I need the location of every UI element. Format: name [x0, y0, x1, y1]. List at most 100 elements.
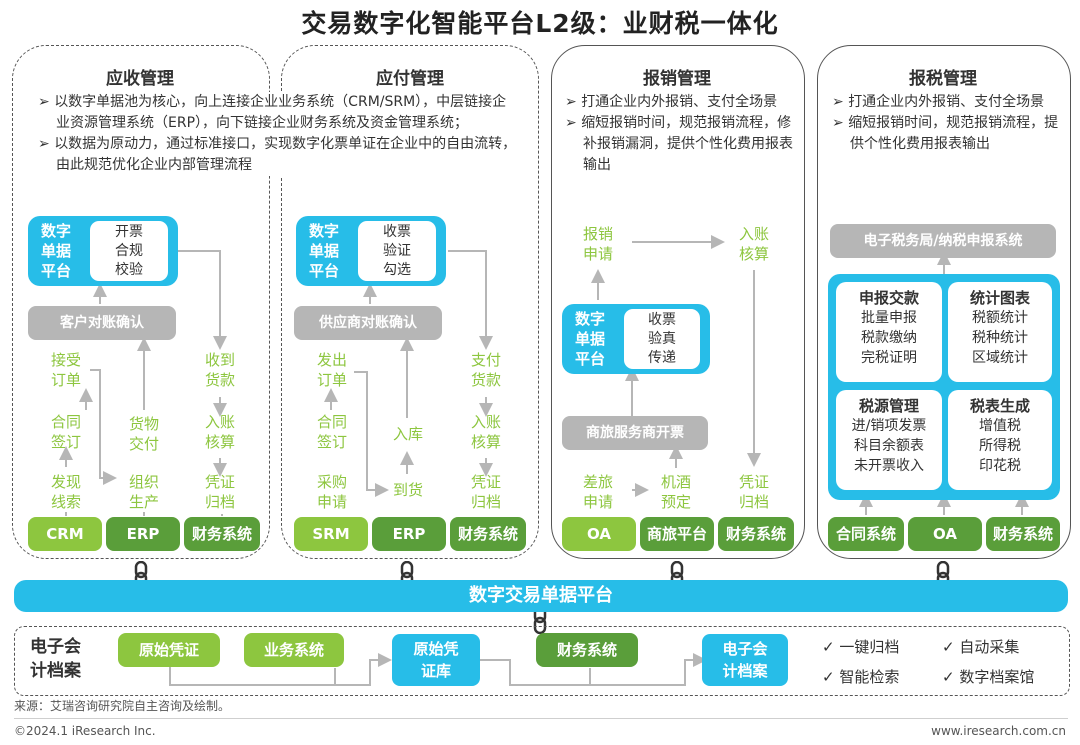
feature-auto-collect: ✓ 自动采集: [942, 636, 1019, 657]
feature-smart-search: ✓ 智能检索: [822, 666, 899, 687]
archive-voucher-library: 原始凭 证库: [392, 634, 480, 686]
ar-func-2: 合规: [115, 243, 143, 259]
tax-cell-stats: 统计图表 税额统计 税种统计 区域统计: [948, 282, 1052, 382]
tax-cell-forms-item: 所得税: [979, 438, 1021, 454]
exp-digital-platform: 数字 单据 平台 收票 验真 传递: [562, 304, 710, 374]
tax-cell-source-item: 进/销项发票: [851, 418, 927, 434]
system-srm: SRM: [294, 517, 368, 551]
archive-finance-system: 财务系统: [536, 633, 638, 667]
tax-desc-bullet-2: 缩短报销时间，规范报销流程，提供个性化费用报表输出: [830, 113, 1060, 155]
digital-transaction-platform-bar: 数字交易单据平台: [14, 580, 1068, 612]
exp-desc-bullet-2: 缩短报销时间，规范报销流程，修补报销漏洞，提供个性化费用报表输出: [563, 113, 793, 176]
archive-original-voucher: 原始凭证: [118, 633, 220, 667]
panel-ap: [281, 45, 539, 559]
footer-url: www.iresearch.com.cn: [931, 724, 1066, 738]
exp-flow-booking: 机酒预定: [660, 473, 691, 511]
tax-cell-source-item: 未开票收入: [854, 458, 924, 474]
ap-flow-payment: 支付货款: [470, 351, 501, 389]
tax-cell-stats-item: 税种统计: [972, 330, 1028, 346]
ap-func-1: 收票: [383, 224, 411, 240]
feature-label: 智能检索: [839, 668, 900, 686]
system-finance-tax: 财务系统: [986, 517, 1060, 551]
desc-bullet-2: 以数据为原动力，通过标准接口，实现数字化票单证在企业中的自由流转，由此规范优化企…: [36, 134, 520, 176]
tax-cell-forms-item: 印花税: [979, 458, 1021, 474]
system-travel-platform: 商旅平台: [640, 517, 714, 551]
ar-func-3: 校验: [115, 262, 143, 278]
check-icon: ✓: [822, 668, 840, 686]
ap-platform-label-3: 平台: [308, 262, 339, 280]
feature-digital-archive: ✓ 数字档案馆: [942, 666, 1034, 687]
ar-flow-contract: 合同签订: [50, 413, 81, 451]
archive-e-accounting-archive: 电子会 计档案: [702, 634, 788, 686]
archive-section: [14, 626, 1070, 696]
system-finance-ap: 财务系统: [450, 517, 526, 551]
ap-flow-archive: 凭证归档: [470, 473, 501, 511]
feature-label: 一键归档: [839, 638, 900, 656]
tax-cell-source: 税源管理 进/销项发票 科目余额表 未开票收入: [836, 390, 942, 490]
ar-platform-label-1: 数字: [40, 222, 71, 240]
feature-one-click-archive: ✓ 一键归档: [822, 636, 899, 657]
ap-flow-purchase-request: 采购申请: [316, 473, 347, 511]
tax-cell-filing-item: 税款缴纳: [861, 330, 917, 346]
system-finance-exp: 财务系统: [718, 517, 794, 551]
ar-ap-description: 以数字单据池为核心，向上连接企业业务系统（CRM/SRM），中层链接企业资源管理…: [36, 92, 520, 176]
exp-travel-invoicing: 商旅服务商开票: [562, 416, 708, 450]
desc-bullet-1: 以数字单据池为核心，向上连接企业业务系统（CRM/SRM），中层链接企业资源管理…: [36, 92, 520, 134]
panel-title-exp: 报销管理: [643, 69, 711, 89]
ap-func-3: 勾选: [383, 262, 411, 278]
footer-copyright: ©2024.1 iResearch Inc.: [14, 724, 156, 738]
voucher-library-line-2: 证库: [420, 662, 451, 680]
tax-cell-stats-item: 区域统计: [972, 350, 1028, 366]
exp-flow-archive: 凭证归档: [738, 473, 769, 511]
ar-flow-delivery: 货物交付: [128, 415, 159, 453]
exp-func-3: 传递: [648, 350, 676, 366]
ar-flow-production: 组织生产: [128, 473, 159, 511]
tax-cell-forms-item: 增值税: [979, 418, 1021, 434]
voucher-library-line-1: 原始凭: [413, 640, 459, 658]
ap-flow-issue-order: 发出订单: [316, 351, 347, 389]
ar-flow-accept-order: 接受订单: [50, 351, 81, 389]
ap-flow-accounting: 入账核算: [470, 413, 501, 451]
system-oa-tax: OA: [908, 517, 982, 551]
system-crm: CRM: [28, 517, 102, 551]
tax-cell-filing: 申报交款 批量申报 税款缴纳 完税证明: [836, 282, 942, 382]
exp-func-2: 验真: [648, 331, 676, 347]
system-erp-ar: ERP: [106, 517, 180, 551]
panel-title-ap: 应付管理: [376, 69, 444, 89]
ar-platform-functions: 开票 合规 校验: [90, 221, 168, 281]
exp-platform-label-3: 平台: [574, 350, 605, 368]
ap-platform-label: 数字 单据 平台: [304, 221, 344, 281]
system-contract: 合同系统: [828, 517, 904, 551]
tax-cell-stats-item: 税额统计: [972, 310, 1028, 326]
check-icon: ✓: [942, 668, 960, 686]
panel-title-tax: 报税管理: [909, 69, 977, 89]
page-title: 交易数字化智能平台L2级：业财税一体化: [301, 9, 779, 38]
tax-cell-source-head: 税源管理: [858, 397, 919, 415]
ar-func-1: 开票: [115, 224, 143, 240]
tax-cell-stats-head: 统计图表: [969, 289, 1030, 307]
ap-flow-goods-arrive: 到货: [392, 481, 423, 499]
ar-platform-label-3: 平台: [40, 262, 71, 280]
footer-divider: [14, 718, 1068, 719]
system-finance-ar: 财务系统: [184, 517, 260, 551]
ap-digital-platform: 数字 单据 平台 收票 验证 勾选: [296, 216, 446, 286]
archive-label-line-1: 电子会: [30, 637, 81, 657]
ap-flow-contract: 合同签订: [316, 413, 347, 451]
exp-platform-label-1: 数字: [574, 310, 605, 328]
exp-flow-travel-apply: 差旅申请: [582, 473, 613, 511]
ar-platform-label-2: 单据: [40, 242, 71, 260]
panel-tax: [817, 45, 1071, 559]
exp-flow-accounting: 入账核算: [738, 225, 769, 263]
ap-supplier-reconciliation: 供应商对账确认: [294, 306, 442, 340]
tax-cell-filing-head: 申报交款: [858, 289, 919, 307]
e-archive-line-1: 电子会: [722, 640, 768, 658]
tax-cell-forms-head: 税表生成: [969, 397, 1030, 415]
exp-platform-functions: 收票 验真 传递: [624, 309, 700, 369]
tax-desc-bullet-1: 打通企业内外报销、支付全场景: [830, 92, 1060, 113]
archive-business-system: 业务系统: [244, 633, 344, 667]
archive-label: 电子会 计档案: [30, 635, 81, 683]
tax-cell-source-item: 科目余额表: [854, 438, 924, 454]
ap-platform-label-1: 数字: [308, 222, 339, 240]
archive-label-line-2: 计档案: [30, 661, 81, 681]
check-icon: ✓: [822, 638, 840, 656]
